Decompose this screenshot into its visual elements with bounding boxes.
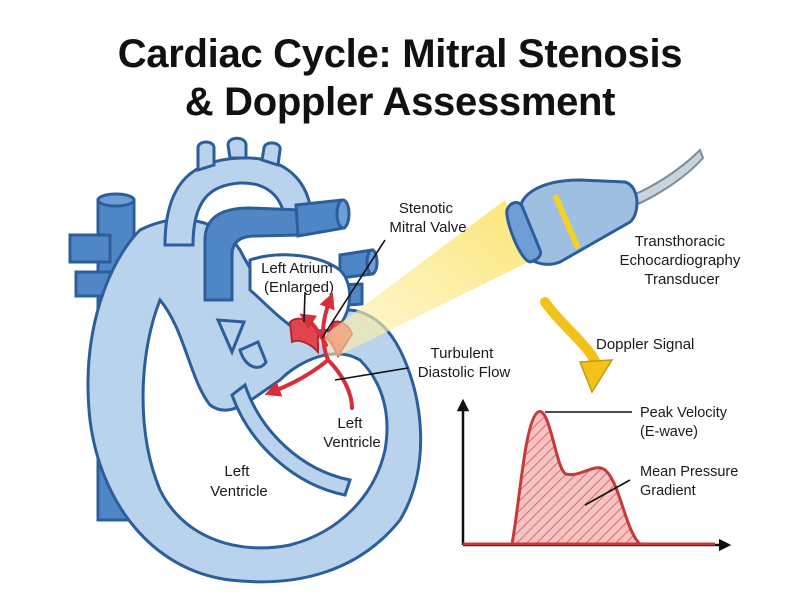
- label-left-ventricle-inner: Left Ventricle: [323, 415, 381, 451]
- turbulent-flow-arrows: [264, 292, 354, 410]
- tricuspid-leaflet-1: [215, 318, 247, 356]
- label-mean-gradient: Mean Pressure Gradient: [640, 464, 742, 499]
- heart: [68, 136, 423, 584]
- label-transducer: Transthoracic Echocardiography Transduce…: [619, 233, 744, 288]
- page-title: Cardiac Cycle: Mitral Stenosis & Doppler…: [0, 30, 800, 126]
- title-line-2: & Doppler Assessment: [184, 80, 616, 124]
- label-turbulent-flow: Turbulent Diastolic Flow: [418, 345, 511, 381]
- brachiocephalic-artery: [196, 140, 216, 173]
- label-stenotic-mitral-valve: Stenotic Mitral Valve: [389, 200, 466, 236]
- leader-lines: [303, 239, 632, 506]
- doppler-plot: [456, 398, 732, 552]
- transducer-grip-band: [552, 193, 581, 250]
- title-line-1: Cardiac Cycle: Mitral Stenosis: [117, 32, 683, 76]
- label-left-ventricle-outer: Left Ventricle: [210, 463, 268, 500]
- tricuspid-leaflet-2: [238, 339, 268, 369]
- pulmonary-branch-left: [68, 233, 112, 264]
- transducer-face: [505, 201, 542, 264]
- transducer-body: [518, 178, 639, 266]
- doppler-waveform: [510, 410, 644, 546]
- transducer-cable: [618, 148, 705, 212]
- doppler-signal-arrow: [540, 297, 614, 394]
- left-subclavian-artery: [260, 141, 282, 167]
- label-left-atrium: Left Atrium (Enlarged): [261, 260, 337, 296]
- pulmonary-artery-opening: [335, 198, 351, 230]
- label-peak-velocity: Peak Velocity (E-wave): [640, 405, 731, 440]
- ultrasound-beam: [318, 200, 528, 360]
- label-doppler-signal: Doppler Signal: [596, 336, 694, 353]
- left-carotid-artery: [226, 136, 248, 160]
- interventricular-septum: [230, 382, 352, 497]
- transducer-probe: [505, 148, 705, 266]
- vena-cava-opening: [96, 192, 136, 208]
